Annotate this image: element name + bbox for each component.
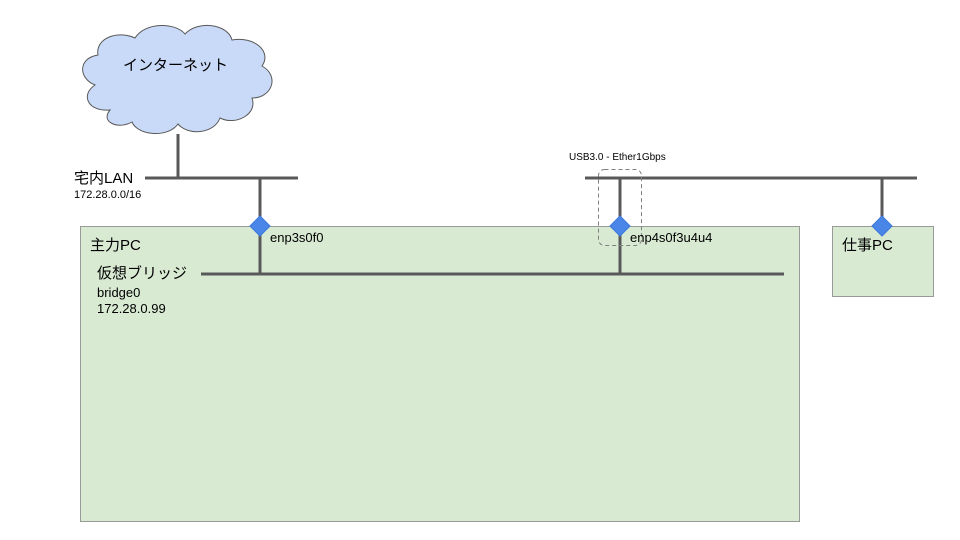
port-enp3s0f0-icon[interactable]	[249, 215, 271, 237]
internet-cloud[interactable]	[82, 24, 273, 134]
bridge-device: bridge0	[97, 285, 141, 300]
interface-enp3s0f0-label: enp3s0f0	[270, 230, 324, 245]
bridge-name: 仮想ブリッジ	[97, 265, 188, 282]
main-pc-title: 主力PC	[90, 237, 141, 254]
home-lan-subnet: 172.28.0.0/16	[74, 189, 142, 201]
main-pc-box[interactable]	[80, 226, 800, 522]
interface-enp4s0f3u4u4-label: enp4s0f3u4u4	[630, 230, 713, 245]
port-work-pc-icon[interactable]	[871, 215, 893, 237]
usb-adapter-box[interactable]	[598, 169, 642, 246]
internet-label: インターネット	[123, 57, 229, 74]
home-lan-name: 宅内LAN	[74, 170, 134, 187]
work-pc-title: 仕事PC	[842, 237, 893, 254]
port-enp4s0f3u4u4-icon[interactable]	[609, 215, 631, 237]
usb-adapter-label: USB3.0 - Ether1Gbps	[569, 152, 666, 163]
bridge-ip: 172.28.0.99	[97, 301, 166, 316]
work-pc-box[interactable]	[832, 226, 934, 297]
